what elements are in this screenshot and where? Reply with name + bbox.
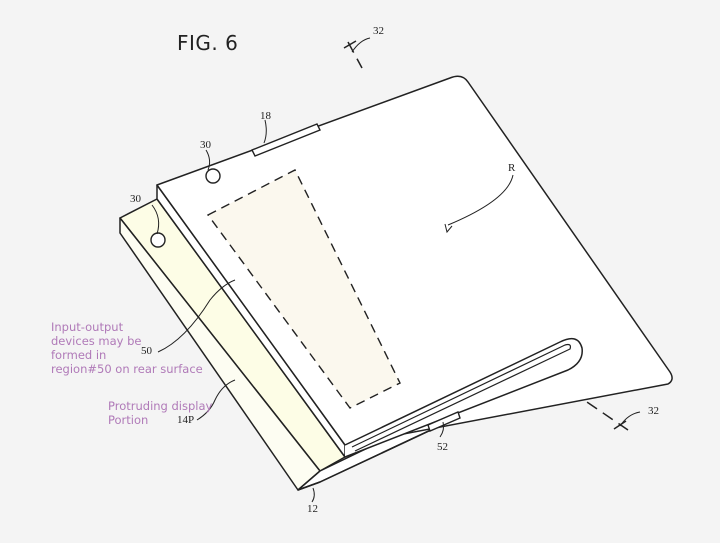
ref-speaker: 18 <box>260 110 271 122</box>
camera-upper <box>205 168 221 184</box>
fold-axis-line <box>343 40 629 431</box>
upper-panel <box>156 75 673 458</box>
port-52 <box>427 411 461 432</box>
ref-camera-upper: 30 <box>200 139 211 151</box>
ref-camera-lower: 30 <box>130 193 141 205</box>
ref-protruding-display: 14P <box>177 414 195 426</box>
region-50-outline <box>206 169 401 409</box>
ref-port: 52 <box>437 441 448 453</box>
figure-title: FIG. 6 <box>177 31 239 55</box>
annotation-io-region: Input-output devices may be formed in re… <box>51 320 203 376</box>
ref-housing: 12 <box>307 503 318 515</box>
leader-lines <box>151 37 641 503</box>
ref-axis-bottom: 32 <box>648 405 659 417</box>
ref-axis-top: 32 <box>373 25 384 37</box>
ref-rear-surface: R <box>508 162 516 174</box>
speaker-slot <box>251 123 321 157</box>
camera-lower <box>150 232 166 248</box>
annotation-protruding: Protruding display Portion <box>108 399 213 427</box>
ref-region: 50 <box>141 345 152 357</box>
